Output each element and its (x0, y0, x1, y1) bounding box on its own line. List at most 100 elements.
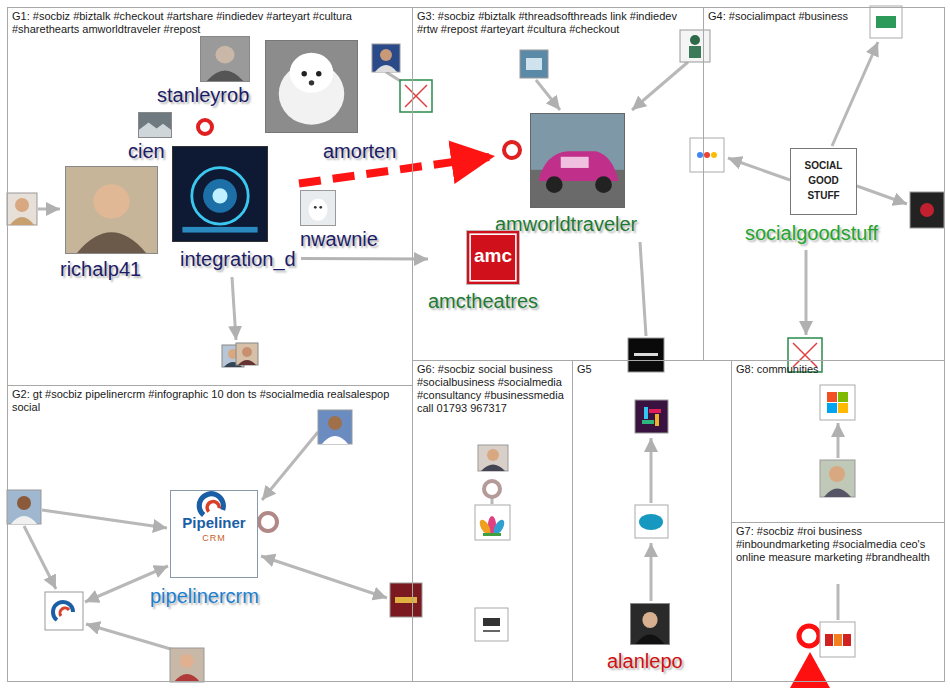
vertex-image (65, 166, 158, 254)
vertex-thumbnails-part-part (400, 80, 432, 112)
vertex-thumbnails-part (520, 50, 548, 78)
vertex-thumbnails-part-part (53, 602, 73, 620)
vertex-picture-part (290, 53, 334, 93)
vertex-thumbnails-part-part (820, 622, 855, 657)
vertex-thumbnails-part-part (526, 58, 542, 70)
group-panel: G1: #socbiz #biztalk #checkout #artshare… (7, 7, 413, 386)
vertex-picture-part (93, 184, 129, 218)
vertex-thumbnails-part-part (820, 460, 855, 497)
vertex-thumbnails-part-part (390, 583, 422, 617)
self-loops (198, 120, 819, 646)
vertex-label: nwawnie (300, 228, 378, 251)
vertex-thumbnails-part-part (475, 608, 508, 641)
vertex-node: nwawnie (300, 190, 378, 251)
vertex-picture-part (595, 176, 612, 193)
vertex-picture-part (66, 167, 157, 253)
vertex-thumbnails-part-part (481, 465, 505, 472)
self-loops-part (259, 513, 277, 531)
background-links-part (640, 242, 646, 336)
background-links-part (38, 208, 60, 211)
self-loops-part (504, 142, 520, 158)
vertex-picture-part (215, 46, 234, 64)
vertex-picture (139, 113, 171, 137)
vertex-thumbnails-part-part (642, 420, 654, 424)
vertex-picture-part (314, 206, 317, 209)
vertex-picture-part (791, 149, 856, 214)
vertex-thumbnails-part-part (45, 592, 83, 630)
vertex-thumbnails-part-part (870, 6, 902, 38)
vertex-thumbnails-part-part (170, 648, 204, 682)
vertex-thumbnails-part (475, 505, 510, 540)
vertex-thumbnails-part-part (180, 654, 194, 668)
vertex-picture-part (631, 604, 669, 644)
vertex-thumbnails-part (236, 343, 258, 365)
vertex-image (265, 40, 358, 133)
group-header: G7: #socbiz #roi business #inboundmarket… (732, 523, 944, 566)
vertex-picture (467, 231, 519, 284)
vertex-thumbnails-part (475, 608, 508, 641)
background-links-part (728, 158, 790, 180)
group-panel: G8: communities (731, 360, 945, 523)
vertex-picture (631, 604, 669, 644)
vertex-thumbnails-part-part (238, 360, 256, 365)
vertex-thumbnails-part (478, 445, 508, 471)
vertex-picture (66, 167, 157, 253)
background-links-part (650, 543, 653, 601)
vertex-thumbnails-part-part (483, 630, 500, 632)
group-panel: G3: #socbiz #biztalk #threadsofthreads l… (412, 7, 704, 361)
vertex-image (530, 113, 625, 208)
vertex-thumbnails-part-part (843, 634, 851, 646)
vertex-node: stanleyrob (157, 36, 250, 107)
vertex-thumbnails-part-part (322, 436, 348, 444)
vertex-image (466, 230, 520, 285)
vertex-picture-part (266, 41, 357, 132)
vertex-thumbnails-part-part (483, 533, 501, 536)
vertex-picture (201, 37, 249, 81)
vertex-thumbnails-part-part (827, 403, 837, 413)
vertex-label: integration_d (180, 248, 296, 271)
vertex-picture (531, 114, 624, 207)
vertex-picture-part (212, 188, 227, 203)
group-header: G6: #socbiz social business #socialbusin… (413, 361, 572, 417)
vertex-picture-part (316, 71, 321, 76)
vertex-thumbnails-part-part (174, 674, 200, 682)
group-header: G5 (573, 361, 731, 378)
vertex-thumbnails-part-part (10, 217, 34, 225)
vertex-image (170, 490, 258, 578)
vertex-node: amctheatres (428, 230, 539, 313)
vertex-node: socialgoodstuff (745, 148, 879, 245)
vertex-thumbnails-part-part (395, 597, 417, 603)
vertex-image (790, 148, 857, 215)
vertex-picture-part (207, 70, 243, 81)
vertex-thumbnails-part (910, 192, 944, 228)
vertex-node: alanlepo (607, 603, 683, 673)
vertex-picture-part (77, 232, 146, 253)
group-panel: G7: #socbiz #roi business #inboundmarket… (731, 522, 945, 682)
vertex-node: amorten (265, 40, 397, 163)
vertex-label: amctheatres (428, 290, 538, 313)
vertex-thumbnails-part (680, 30, 710, 62)
vertex-picture-part (139, 123, 171, 137)
vertex-thumbnails-part (400, 80, 432, 112)
background-links-part (232, 277, 236, 340)
vertex-thumbnails-part-part (405, 85, 427, 107)
vertex-thumbnails-part-part (17, 496, 31, 510)
vertex-thumbnails-part-part (11, 516, 37, 524)
vertex-picture-part (546, 176, 563, 193)
background-links-part (650, 438, 653, 503)
vertex-thumbnails-part-part (690, 138, 724, 172)
group-panel: G6: #socbiz social business #socialbusin… (412, 360, 573, 682)
vertex-node: richalp41 (60, 166, 158, 281)
vertex-thumbnails-part-part (635, 505, 668, 538)
vertex-picture-part (207, 501, 219, 511)
vertex-thumbnails-part (690, 138, 724, 172)
vertex-thumbnails-part-part (7, 193, 37, 225)
vertex-thumbnails-part-part (236, 343, 258, 365)
background-links-part (857, 186, 907, 204)
vertex-thumbnails-part-part (375, 65, 397, 72)
vertex-thumbnails-part-part (520, 50, 548, 78)
background-links-part (832, 42, 878, 146)
